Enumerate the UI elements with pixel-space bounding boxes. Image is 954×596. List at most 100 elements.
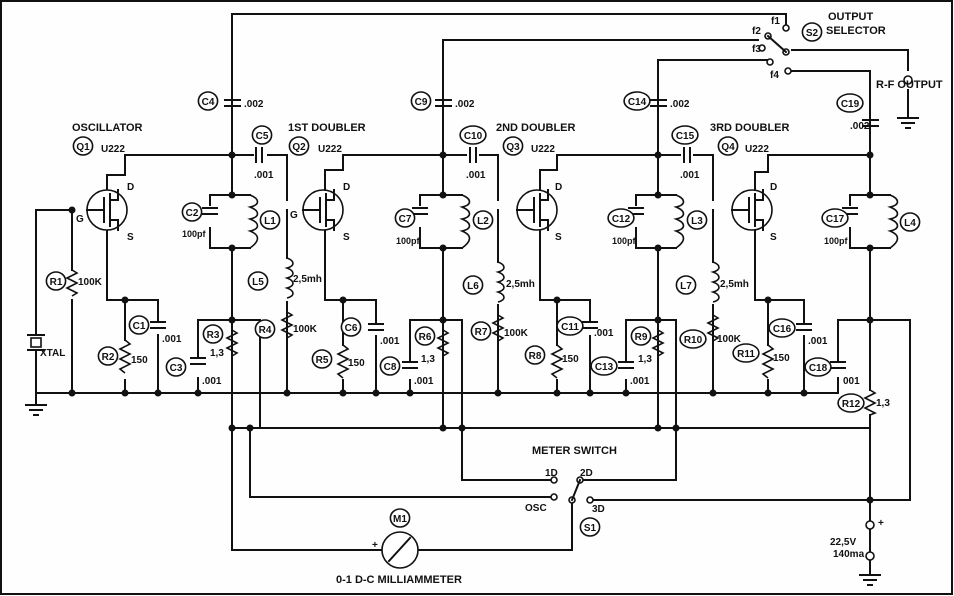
c7-value: 100pf [396, 236, 421, 246]
ref-label-l1: L1 [264, 216, 276, 227]
wire-f4-output [789, 70, 871, 156]
c18-value: 001 [843, 376, 860, 387]
ref-label-c13: C13 [595, 362, 614, 373]
r7-value: 100K [504, 328, 529, 339]
l7-value: 2,5mh [720, 279, 749, 290]
ref-bubble-r3: R3 [202, 324, 224, 344]
wire-q1-source [106, 229, 159, 321]
wiring [35, 13, 911, 576]
ref-label-c1: C1 [133, 321, 146, 332]
c3-value: .001 [202, 376, 222, 387]
ref-bubble-l6: L6 [462, 275, 484, 295]
wire-osc-tap [249, 427, 551, 498]
c6-value: .001 [380, 336, 400, 347]
r1-value: 100K [78, 277, 103, 288]
ref-label-r5: R5 [316, 355, 329, 366]
capacitor-c15 [683, 147, 691, 163]
ref-bubble-s1: S1 [579, 517, 601, 537]
ref-label-q4: Q4 [721, 142, 735, 153]
ref-label-r8: R8 [529, 351, 542, 362]
meter-caption: 0-1 D-C MILLIAMMETER [336, 574, 462, 586]
inductor-l2 [459, 194, 471, 249]
ref-bubble-c8: C8 [379, 356, 401, 376]
ref-bubble-q4: Q4 [717, 136, 739, 156]
ground-main [25, 404, 47, 416]
stage-title-1st-doubler: 1ST DOUBLER [288, 122, 366, 134]
ref-bubble-c2: C2 [181, 202, 203, 222]
wire-c7 [419, 194, 463, 249]
ref-label-c10: C10 [464, 131, 483, 142]
transistor-q3 [516, 189, 558, 231]
labels: OSCILLATOR 1ST DOUBLER 2ND DOUBLER 3RD D… [40, 11, 943, 586]
r4-value: 100K [293, 324, 318, 335]
ref-bubble-c4: C4 [197, 91, 219, 111]
c11-value: .001 [594, 328, 614, 339]
capacitor-c10 [469, 147, 477, 163]
ref-bubble-c10: C10 [459, 125, 487, 145]
s1-pos-3d: 3D [592, 504, 605, 515]
c14-value: .002 [670, 99, 690, 110]
ref-bubble-c19: C19 [836, 93, 864, 113]
ref-bubble-l5: L5 [247, 271, 269, 291]
c2-value: 100pf [182, 229, 207, 239]
resistor-r2 [118, 339, 132, 374]
c5-value: .001 [254, 170, 274, 181]
c15-value: .001 [680, 170, 700, 181]
inductor-l6 [495, 261, 505, 303]
ref-bubble-l3: L3 [686, 210, 708, 230]
capacitor-c3 [190, 357, 206, 365]
stage-title-2nd-doubler: 2ND DOUBLER [496, 122, 576, 134]
wire-q4-drain [754, 154, 871, 191]
r8-value: 150 [562, 354, 579, 365]
ref-label-r2: R2 [102, 352, 115, 363]
output-selector-label-2: SELECTOR [826, 25, 886, 37]
s2-pos-f3: f3 [752, 44, 761, 55]
inductor-l4 [887, 194, 899, 249]
r2-value: 150 [131, 355, 148, 366]
ref-label-q1: Q1 [76, 142, 90, 153]
switch-s2 [758, 24, 792, 75]
output-selector-label-1: OUTPUT [828, 11, 874, 23]
q1-gate-pin: G [76, 214, 84, 225]
ref-label-c15: C15 [676, 131, 695, 142]
ref-label-c9: C9 [415, 97, 428, 108]
meter-m1 [381, 531, 419, 569]
rf-output-label: R-F OUTPUT [876, 79, 943, 91]
capacitor-c16 [796, 323, 812, 331]
capacitor-c7 [412, 207, 428, 215]
ref-label-c11: C11 [561, 322, 579, 333]
ref-bubble-c18: C18 [804, 357, 832, 377]
transistor-q4 [731, 189, 773, 231]
transistor-q1 [86, 189, 128, 231]
ref-bubble-c1: C1 [128, 315, 150, 335]
ref-label-c2: C2 [186, 208, 199, 219]
ref-label-r7: R7 [475, 327, 488, 338]
ref-bubble-c12: C12 [607, 208, 635, 228]
capacitor-c8 [402, 361, 418, 369]
wire-f3-q2-drain [442, 39, 759, 156]
ref-label-l2: L2 [477, 216, 489, 227]
capacitor-c13 [618, 361, 634, 369]
q3-type: U222 [531, 144, 555, 155]
wire-2d-tap [581, 427, 677, 481]
ref-bubble-m1: M1 [389, 508, 411, 528]
resistor-r1 [65, 269, 79, 297]
c4-value: .002 [244, 99, 264, 110]
q4-drain-pin: D [770, 182, 777, 193]
stage-title-oscillator: OSCILLATOR [72, 122, 143, 134]
wire-q4-source [754, 229, 805, 323]
rf-output-terminal [903, 75, 913, 85]
ref-bubble-r12: R12 [837, 393, 865, 413]
c9-value: .002 [455, 99, 475, 110]
supply-voltage-label: 22,5V [830, 537, 856, 548]
resistor-r7 [491, 314, 505, 342]
capacitor-c14 [650, 99, 667, 107]
l5-value: 2,5mh [293, 274, 322, 285]
q3-source-pin: S [555, 232, 562, 243]
q2-gate-pin: G [290, 210, 298, 221]
ref-label-l7: L7 [680, 281, 692, 292]
wire-meter-taps [231, 319, 677, 429]
ref-bubble-l4: L4 [899, 212, 921, 232]
